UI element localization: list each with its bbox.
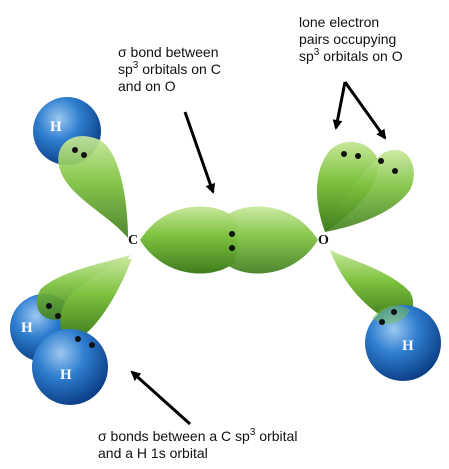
carbon-label: C [128,233,139,248]
hydrogen-label-lower-left-front: H [60,367,72,383]
electron [229,245,235,251]
hydrogen-label-lower-right: H [402,338,414,354]
arrow-sigma-ch [130,370,192,426]
electron [392,168,398,174]
c-sp3-lobe-top-left [58,136,128,238]
arrow-sigma-co [183,111,216,194]
c-sp3-lobe-bond [140,206,238,274]
electron [89,342,95,348]
hydrogen-label-top-left: H [50,119,62,135]
o-sp3-lobe-lower-right [330,250,414,320]
arrow-lone-pair-2 [343,81,387,140]
electron [341,151,347,157]
o-lone-pair-lobe-2 [325,149,414,232]
hydrogen-orbital-lower-left-front [32,329,108,405]
electron [378,158,384,164]
sigma-symbol: σ [98,428,107,444]
arrow-lone-pair-1 [332,81,347,130]
electron [75,336,81,342]
electron [379,319,385,325]
electron [46,303,52,309]
electron [391,309,397,315]
electron [72,147,78,153]
c-sp3-lobe-lower-left-2 [60,258,133,340]
hydrogen-label-lower-left-back: H [21,320,33,336]
o-sp3-lobe-bond [220,206,318,274]
o-lone-pair-lobe-1 [316,141,379,232]
electron [55,313,61,319]
label-sigma-ch-bonds: σ bonds between a C sp3 orbital and a H … [98,427,298,462]
electron [81,152,87,158]
oxygen-label: O [318,233,329,248]
label-sigma-co-bond: σ bond between sp3 orbitals on C and on … [118,44,221,94]
label-lone-pairs: lone electron pairs occupying sp3 orbita… [299,14,403,64]
electron [355,153,361,159]
electron [229,231,235,237]
sigma-symbol: σ [118,44,127,60]
